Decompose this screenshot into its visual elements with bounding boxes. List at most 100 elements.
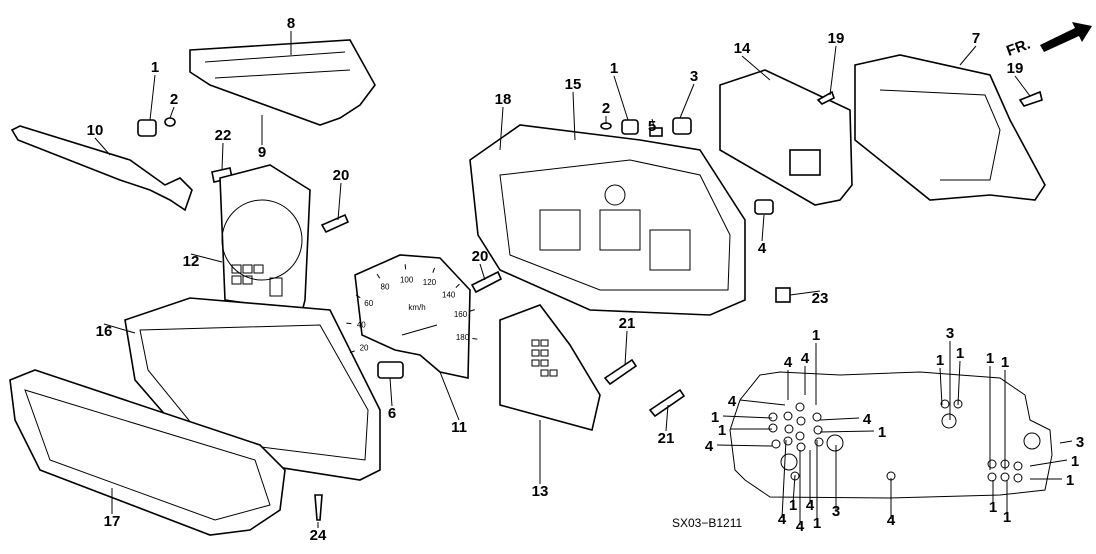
screw-24 <box>314 494 323 521</box>
callout-15: 15 <box>565 76 582 93</box>
schematic-callout-4: 4 <box>887 512 896 529</box>
callout-16: 16 <box>96 323 113 340</box>
bulb <box>164 117 176 127</box>
dial-tick <box>472 337 478 340</box>
schematic-leader <box>1029 459 1068 467</box>
schematic-callout-1: 1 <box>989 499 997 516</box>
schematic-leader <box>781 439 787 519</box>
leader-line <box>959 45 977 66</box>
leader-line <box>665 404 669 432</box>
callout-3: 3 <box>690 68 698 85</box>
schematic-callout-1: 1 <box>789 497 797 514</box>
callout-17: 17 <box>104 513 121 530</box>
schematic-callout-4: 4 <box>784 354 793 371</box>
leader-line <box>190 253 223 263</box>
schematic-bulb-position <box>940 399 950 409</box>
dial-label: 180 <box>456 333 470 342</box>
schematic-callout-4: 4 <box>705 438 714 455</box>
schematic-callout-4: 4 <box>778 511 787 528</box>
schematic-leader <box>819 430 875 433</box>
schematic-bulb-position <box>1013 473 1023 483</box>
part-8-cover <box>189 39 376 126</box>
part-12-tachometer <box>219 164 311 322</box>
schematic-bulb-position <box>795 431 805 441</box>
schematic-leader <box>739 399 786 406</box>
schematic-bulb-position <box>780 453 798 471</box>
callout-14: 14 <box>734 40 751 57</box>
callout-21: 21 <box>658 430 675 447</box>
schematic-callout-1: 1 <box>986 350 994 367</box>
schematic-bulb-position <box>784 424 794 434</box>
callout-24: 24 <box>310 527 327 544</box>
schematic-callout-1: 1 <box>1003 509 1011 526</box>
dial-tick <box>346 322 352 325</box>
leader-line <box>651 118 656 131</box>
leader-line <box>389 377 393 407</box>
bulb-socket <box>137 119 157 137</box>
schematic-bulb-position <box>814 437 824 447</box>
schematic-callout-1: 1 <box>1071 453 1079 470</box>
schematic-callout-1: 1 <box>813 515 821 532</box>
dial-tick <box>455 283 460 288</box>
schematic-callout-1: 1 <box>1001 354 1009 371</box>
dial-tick <box>349 350 355 354</box>
schematic-leader <box>819 417 860 421</box>
schematic-callout-3: 3 <box>832 503 840 520</box>
diagram-code: SX03−B1211 <box>672 516 742 530</box>
schematic-callout-1: 1 <box>936 352 944 369</box>
callout-13: 13 <box>532 483 549 500</box>
schematic-leader <box>957 360 961 406</box>
schematic-callout-1: 1 <box>718 422 726 439</box>
leader-line <box>1014 75 1031 97</box>
schematic-callout-3: 3 <box>946 325 954 342</box>
schematic-callout-1: 1 <box>878 424 886 441</box>
schematic-bulb-position <box>812 412 822 422</box>
schematic-bulb-position <box>813 425 823 435</box>
schematic-bulb-position <box>796 416 806 426</box>
leader-line <box>624 330 628 366</box>
leader-line <box>499 106 504 151</box>
callout-2: 2 <box>602 100 610 117</box>
leader-line <box>169 106 175 119</box>
leader-line <box>221 142 224 171</box>
schematic-bulb-position <box>768 423 778 433</box>
callout-12: 12 <box>183 253 200 270</box>
callout-19: 19 <box>1007 60 1024 77</box>
schematic-bulb-position <box>941 413 957 429</box>
callout-21: 21 <box>619 315 636 332</box>
callout-19: 19 <box>828 30 845 47</box>
schematic-callout-3: 3 <box>1076 434 1084 451</box>
part-10-bracket <box>10 125 193 212</box>
callout-20: 20 <box>333 167 350 184</box>
part-14-circuit-board <box>719 69 853 206</box>
callout-4: 4 <box>758 240 767 257</box>
schematic-callout-4: 4 <box>796 518 805 535</box>
schematic-bulb-position <box>796 442 806 452</box>
bulb-socket-b <box>621 119 639 135</box>
schematic-bulb-position <box>987 472 997 482</box>
schematic-callout-4: 4 <box>806 497 815 514</box>
schematic-bulb-position <box>987 459 997 469</box>
dial-tick <box>355 294 361 299</box>
schematic-bulb-position <box>1013 461 1023 471</box>
schematic-leader <box>1059 440 1073 444</box>
schematic-leader <box>939 367 943 406</box>
bulb-5 <box>649 127 663 137</box>
callout-1: 1 <box>151 59 159 76</box>
dial-label: 160 <box>454 310 468 319</box>
screw-20b <box>470 270 503 294</box>
screw-19b <box>1018 90 1043 107</box>
callout-10: 10 <box>87 122 104 139</box>
schematic-callout-4: 4 <box>728 393 737 410</box>
callout-5: 5 <box>648 118 656 135</box>
screw-21b <box>648 388 686 418</box>
leader-line <box>789 290 821 296</box>
dial-tick <box>469 309 475 312</box>
dial-tick <box>432 267 436 273</box>
part-17-lens <box>9 369 286 536</box>
leader-line <box>829 45 837 96</box>
schematic-callout-1: 1 <box>956 345 964 362</box>
schematic-callout-1: 1 <box>812 327 820 344</box>
